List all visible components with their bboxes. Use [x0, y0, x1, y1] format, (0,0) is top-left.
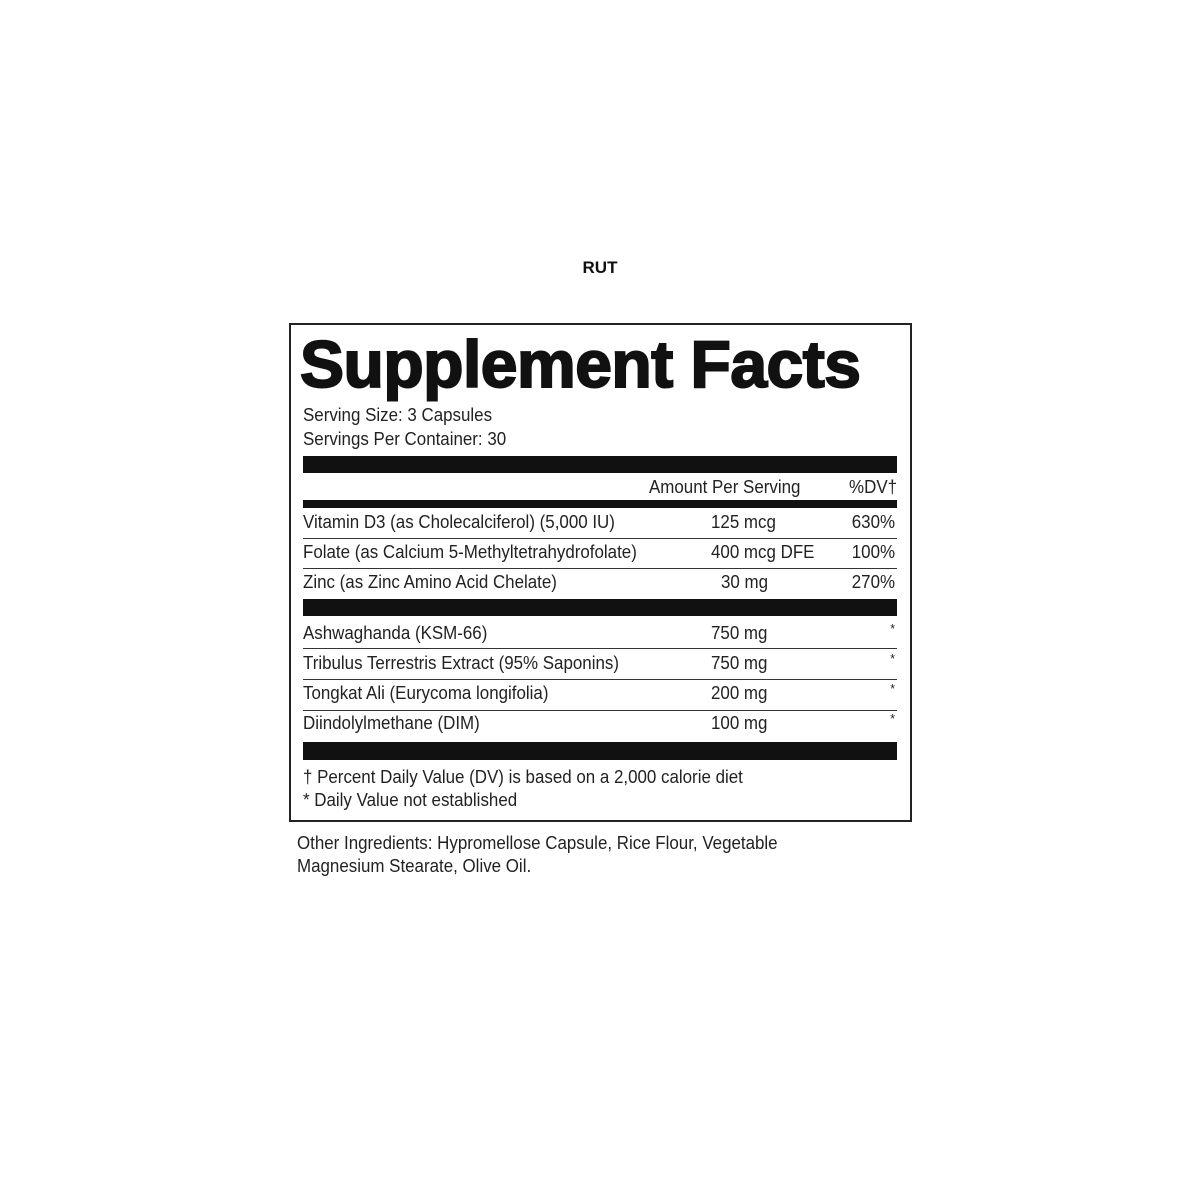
dv-header: %DV†	[849, 477, 897, 497]
ingredient-amount: 100 mg	[711, 713, 768, 733]
ingredient-dv: *	[890, 651, 895, 666]
ingredient-name: Tribulus Terrestris Extract (95% Saponin…	[303, 653, 619, 673]
ingredient-name: Ashwaghanda (KSM-66)	[303, 623, 488, 643]
ingredient-dv: *	[890, 621, 895, 636]
footnote-dv: † Percent Daily Value (DV) is based on a…	[303, 767, 743, 787]
divider-bar	[303, 742, 897, 760]
supplement-facts-panel	[289, 323, 912, 822]
brand-name: RUT	[582, 258, 618, 277]
nutrient-name: Vitamin D3 (as Cholecalciferol) (5,000 I…	[303, 512, 615, 532]
row-divider	[303, 568, 897, 569]
ingredient-amount: 750 mg	[711, 653, 768, 673]
other-ingredients-line: Magnesium Stearate, Olive Oil.	[297, 856, 532, 876]
ingredient-name: Diindolylmethane (DIM)	[303, 713, 480, 733]
nutrient-dv: 630%	[851, 512, 895, 532]
row-divider	[303, 710, 897, 711]
footnote-not-established: * Daily Value not established	[303, 790, 518, 810]
ingredient-dv: *	[890, 711, 895, 726]
nutrient-name: Folate (as Calcium 5-Methyltetrahydrofol…	[303, 542, 637, 562]
divider-bar	[303, 456, 897, 473]
servings-per-container: Servings Per Container: 30	[303, 429, 507, 449]
other-ingredients-line: Other Ingredients: Hypromellose Capsule,…	[297, 833, 778, 853]
divider-bar	[303, 500, 897, 508]
ingredient-amount: 750 mg	[711, 623, 768, 643]
nutrient-amount: 125 mcg	[711, 512, 776, 532]
ingredient-dv: *	[890, 681, 895, 696]
nutrient-dv: 100%	[851, 542, 895, 562]
amount-header: Amount Per Serving	[649, 477, 801, 497]
nutrient-amount: 400 mcg DFE	[711, 542, 815, 562]
serving-size: Serving Size: 3 Capsules	[303, 405, 493, 425]
ingredient-amount: 200 mg	[711, 683, 768, 703]
nutrient-dv: 270%	[851, 572, 895, 592]
row-divider	[303, 648, 897, 649]
nutrient-name: Zinc (as Zinc Amino Acid Chelate)	[303, 572, 557, 592]
nutrient-amount: 30 mg	[721, 572, 769, 592]
row-divider	[303, 679, 897, 680]
row-divider	[303, 538, 897, 539]
divider-bar	[303, 599, 897, 616]
panel-title: Supplement Facts	[299, 326, 862, 402]
ingredient-name: Tongkat Ali (Eurycoma longifolia)	[303, 683, 549, 703]
